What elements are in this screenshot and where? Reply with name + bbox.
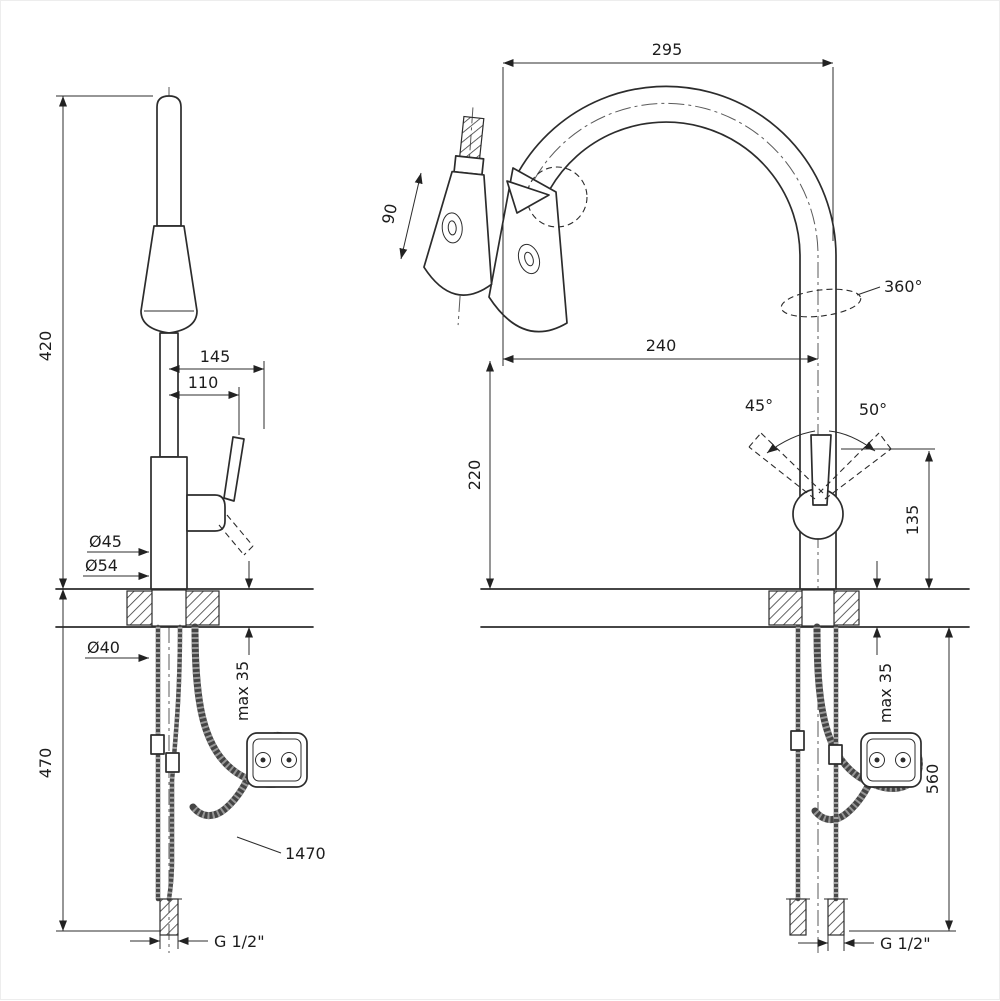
handle-swing-right xyxy=(824,448,892,500)
supply-hose-2-braid xyxy=(166,626,183,900)
leader-line xyxy=(856,286,881,296)
right-view: 45° 50° 360° 90 295 240 220 135 ma xyxy=(378,40,970,953)
dim-label-110: 110 xyxy=(188,373,219,392)
left-view: 420 470 145 110 Ø45 Ø54 Ø40 max 35 1470 … xyxy=(36,87,326,953)
pullout-hose-braid xyxy=(190,626,301,819)
dim-label-360: 360° xyxy=(884,277,923,296)
handle-swing-right xyxy=(878,432,892,450)
hose-weight-inner xyxy=(866,738,916,782)
dim-label-145: 145 xyxy=(200,347,231,366)
hose-fitting xyxy=(150,734,165,755)
dim-label-420: 420 xyxy=(36,331,55,362)
swivel-ellipse xyxy=(780,288,862,318)
dim-label-dia54: Ø54 xyxy=(85,556,118,575)
handle-swing-left xyxy=(748,446,816,500)
dim-label-max35: max 35 xyxy=(233,661,252,721)
dim-label-max35: max 35 xyxy=(876,663,895,723)
spray-button-inner xyxy=(447,220,457,236)
faucet-shank xyxy=(801,589,835,627)
handle-alt-position xyxy=(243,545,254,556)
faucet-shank xyxy=(151,589,187,627)
spray-button xyxy=(441,212,463,244)
dim-label-470: 470 xyxy=(36,748,55,779)
spray-head-attached xyxy=(488,167,568,333)
hose-fitting xyxy=(790,730,805,751)
flow-arrow xyxy=(506,180,550,214)
weight-screw xyxy=(281,752,297,768)
thread-end xyxy=(789,898,807,936)
angle-arc-50 xyxy=(828,430,876,452)
weight-screw-dot xyxy=(874,757,880,763)
handle-lever xyxy=(810,434,832,506)
handle-alt-position xyxy=(218,524,245,556)
weight-screw-dot xyxy=(260,757,266,763)
weight-screw xyxy=(255,752,271,768)
spray-head-cone xyxy=(423,170,493,296)
leader-line xyxy=(236,836,282,854)
dim-label-45deg: 45° xyxy=(745,396,773,415)
spray-head-detached xyxy=(423,107,493,326)
dim-label-560: 560 xyxy=(923,764,942,795)
handle-swing-left xyxy=(748,432,762,448)
dim-label-dia45: Ø45 xyxy=(89,532,122,551)
weight-screw-dot xyxy=(286,757,292,763)
hose-fitting xyxy=(828,744,843,765)
hose-weight-inner xyxy=(252,738,302,782)
angle-arc-45 xyxy=(766,430,816,454)
spout-outer-edge xyxy=(518,85,837,590)
pullout-hose-braid xyxy=(812,626,923,823)
centerline xyxy=(515,102,819,953)
thread-end xyxy=(827,898,845,936)
dim-label-220: 220 xyxy=(465,460,484,491)
pullout-wand-stem xyxy=(156,95,182,227)
dim-label-thread-left: G 1/2" xyxy=(214,932,265,951)
hose-weight-block xyxy=(246,732,308,788)
dim-label-thread-right: G 1/2" xyxy=(880,934,931,953)
spray-button-inner xyxy=(524,251,534,267)
dim-label-dia40: Ø40 xyxy=(87,638,120,657)
dimension-line-90 xyxy=(399,172,423,260)
spout-inner-edge xyxy=(549,121,801,590)
weight-screw xyxy=(869,752,885,768)
handle-swing-left xyxy=(760,432,824,494)
handle-hub xyxy=(186,494,226,532)
dim-label-135: 135 xyxy=(903,505,922,536)
handle-alt-position xyxy=(226,514,254,547)
thread-end xyxy=(159,898,179,936)
spray-button xyxy=(517,243,541,275)
hose-weight-block xyxy=(860,732,922,788)
dim-label-50deg: 50° xyxy=(859,400,887,419)
mixer-body xyxy=(150,456,188,590)
dim-label-90: 90 xyxy=(378,202,401,226)
hose-fitting xyxy=(165,752,180,773)
weight-screw-dot xyxy=(900,757,906,763)
handle-lever xyxy=(223,436,245,502)
dim-label-1470: 1470 xyxy=(285,844,326,863)
hose-stub xyxy=(459,115,485,160)
spray-head-cone xyxy=(140,225,198,334)
weight-screw xyxy=(895,752,911,768)
dim-label-240: 240 xyxy=(646,336,677,355)
dim-label-295: 295 xyxy=(652,40,683,59)
